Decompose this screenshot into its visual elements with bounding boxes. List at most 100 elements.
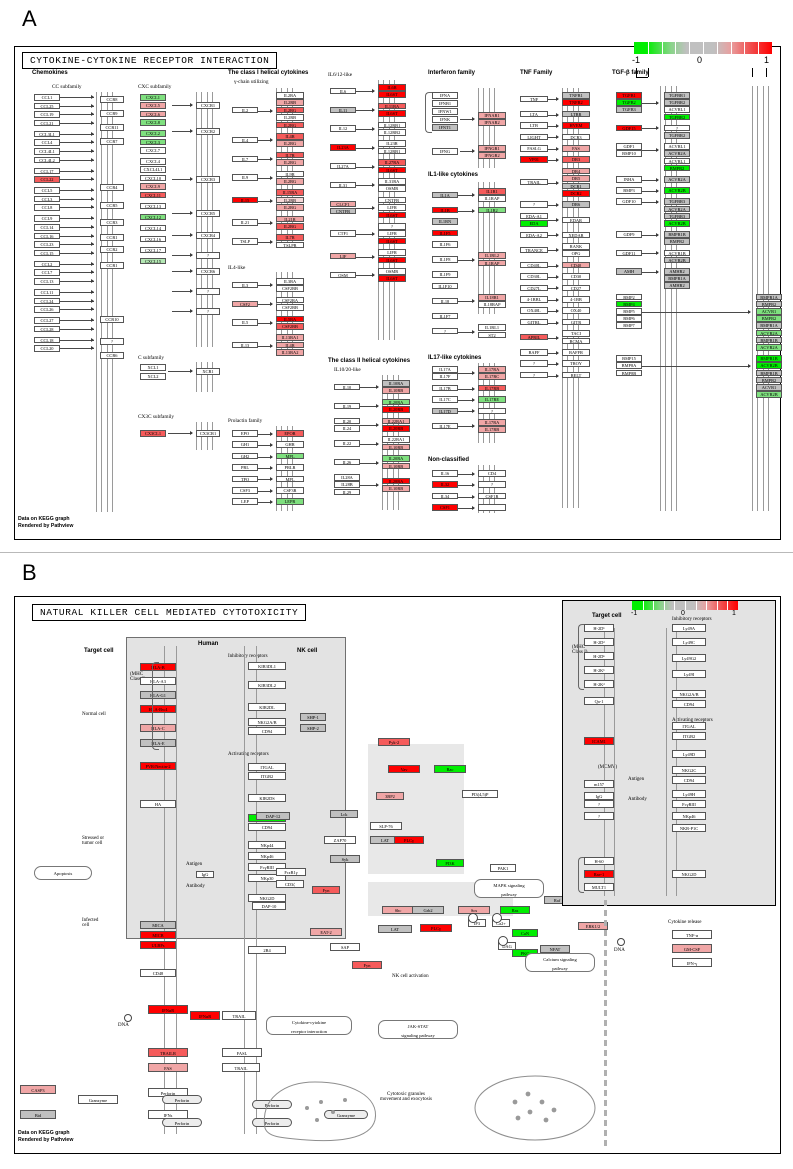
gene-node[interactable]: CASP3 (20, 1085, 56, 1094)
gene-node[interactable]: ACVR2A (664, 176, 690, 183)
gene-node[interactable]: MICA (140, 921, 176, 929)
gene-node[interactable]: LIFR (378, 230, 406, 237)
gene-node[interactable]: TNF (520, 95, 548, 103)
gene-node[interactable]: CD4 (478, 470, 506, 477)
gene-node[interactable]: PI3K (436, 859, 464, 867)
gene-node[interactable]: GDF1 (616, 143, 642, 150)
gene-node[interactable]: IL13 (232, 341, 258, 349)
gene-node[interactable]: IL10RB (382, 443, 410, 451)
gene-node[interactable]: IL17RE (478, 396, 506, 403)
gene-node[interactable]: CCL17 (34, 167, 60, 175)
gene-node[interactable]: IFNGR1 (478, 145, 506, 152)
gene-node[interactable]: FcγRIII (672, 800, 706, 808)
gene-node[interactable]: IL2RB (276, 99, 304, 106)
gene-node[interactable]: CCL25 (34, 102, 60, 110)
gene-node[interactable]: ? (196, 308, 220, 315)
gene-node[interactable]: IL28RA (382, 477, 410, 485)
gene-node[interactable]: TRANCE (520, 246, 548, 254)
jak-stat-pathway-node[interactable]: JAK-STAT signaling pathway (378, 1020, 458, 1039)
gene-node[interactable]: BMPR2 (664, 164, 690, 172)
gene-node[interactable]: BMP8B (616, 369, 642, 377)
perforin-granule-node[interactable]: Perforin (252, 1118, 292, 1127)
gene-node[interactable]: NKG2A/B (248, 718, 286, 726)
gene-node[interactable]: IL6ST (378, 211, 406, 219)
gene-node[interactable]: Vav (388, 765, 420, 773)
gene-node[interactable]: CXCL9 (140, 183, 166, 190)
gene-node[interactable]: IL10RB (382, 387, 410, 394)
gene-node[interactable]: CCL4L2 (34, 156, 60, 164)
gene-node[interactable]: IL2RG (276, 140, 304, 147)
gene-node[interactable]: NKG2D (672, 870, 706, 878)
gene-node[interactable]: BMPR2 (664, 238, 690, 245)
gene-node[interactable]: GH2 (232, 452, 258, 460)
gene-node[interactable]: BMPR2 (756, 300, 782, 308)
gene-node[interactable]: CCR2 (100, 246, 124, 253)
gene-node[interactable]: NKG2A/B (672, 690, 706, 698)
gene-node[interactable]: ? (584, 812, 614, 820)
gene-node[interactable]: IL2RG (276, 106, 304, 114)
gene-node[interactable]: TRAIL (222, 1011, 256, 1020)
gene-node[interactable]: CCL7 (34, 269, 60, 276)
gene-node[interactable]: CCL19 (34, 111, 60, 118)
gene-node[interactable]: CCL14 (34, 224, 60, 231)
gene-node[interactable]: ? (520, 201, 548, 208)
gene-node[interactable]: CCL28 (34, 325, 60, 333)
gene-node[interactable]: BMPR1A (756, 293, 782, 301)
gene-node[interactable]: CSF3R (276, 487, 304, 494)
gene-node[interactable]: IL1RL1 (478, 324, 506, 331)
gene-node[interactable]: BMP15 (616, 355, 642, 362)
gene-node[interactable]: IL17RB (478, 426, 506, 433)
gene-node[interactable]: BMP8A (616, 362, 642, 369)
gene-node[interactable]: ITGAL (248, 763, 286, 771)
gene-node[interactable]: Fyn (312, 886, 340, 894)
gene-node[interactable]: IL5RA (276, 315, 304, 323)
gene-node[interactable]: CCL26 (34, 306, 60, 313)
gene-node[interactable]: IL17F (432, 373, 458, 380)
mapk-pathway-node[interactable]: MAPK signaling pathway (474, 879, 544, 898)
gene-node[interactable]: OSMR (378, 185, 406, 192)
gene-node[interactable]: IL7R (276, 151, 304, 159)
gene-node[interactable]: IL18 (432, 297, 458, 305)
gene-node[interactable]: CD94 (672, 700, 706, 708)
gene-node[interactable]: IL5 (232, 319, 258, 326)
gene-node[interactable]: BMP2 (616, 293, 642, 301)
gene-node[interactable]: 4-1BBL (520, 296, 548, 303)
gene-node[interactable]: LTB (520, 122, 548, 129)
gene-node[interactable]: IL10 (334, 383, 360, 391)
gene-node[interactable]: BAFF (520, 349, 548, 356)
gene-node[interactable]: IFNAR1 (478, 112, 506, 119)
gene-node[interactable]: GITRL (520, 318, 548, 326)
perforin-granule-node[interactable]: Perforin (162, 1095, 202, 1104)
gene-node[interactable]: NKp44 (248, 841, 286, 849)
gene-node[interactable]: CCL3 (34, 195, 60, 203)
gene-node[interactable]: CLCF1 (330, 200, 356, 208)
gene-node[interactable] (478, 504, 506, 511)
gene-node[interactable]: IL1F7 (432, 312, 458, 320)
gene-node[interactable]: INHA (616, 176, 642, 183)
gene-node[interactable]: ? (520, 360, 548, 367)
gene-node[interactable]: ? (196, 252, 220, 259)
gene-node[interactable]: CCR4 (100, 184, 124, 191)
gene-node[interactable]: ? (584, 800, 614, 808)
gene-node[interactable]: IL3RA (276, 278, 304, 285)
gene-node[interactable]: IL1RAP (478, 259, 506, 267)
gene-node[interactable]: CXCL10 (140, 174, 166, 182)
gene-node[interactable]: IL12RB2 (378, 129, 406, 136)
gene-node[interactable]: KIR2DS (248, 794, 286, 802)
gene-node[interactable]: IFN-γ (672, 958, 712, 967)
gene-node[interactable]: ACVR2B (756, 362, 782, 369)
gene-node[interactable]: Ly49D (672, 750, 706, 758)
gene-node[interactable]: DCR3 (562, 133, 590, 141)
perforin-granule-node[interactable]: Perforin (252, 1100, 292, 1109)
gene-node[interactable]: IL15RA (276, 189, 304, 196)
gene-node[interactable]: ACVR2A (756, 329, 782, 337)
gene-node[interactable]: DAP-10 (252, 902, 286, 910)
gene-node[interactable]: IL31RA (378, 178, 406, 185)
gene-node[interactable]: BCMA (562, 337, 590, 345)
gene-node[interactable]: CCR1 (100, 262, 124, 269)
gene-node[interactable]: IL27A (330, 162, 356, 170)
gene-node[interactable]: IL6ST (378, 237, 406, 245)
gene-node[interactable]: CCL15 (34, 249, 60, 257)
gene-node[interactable]: CCL4 (34, 139, 60, 146)
gene-node[interactable]: EDAR (562, 216, 590, 224)
